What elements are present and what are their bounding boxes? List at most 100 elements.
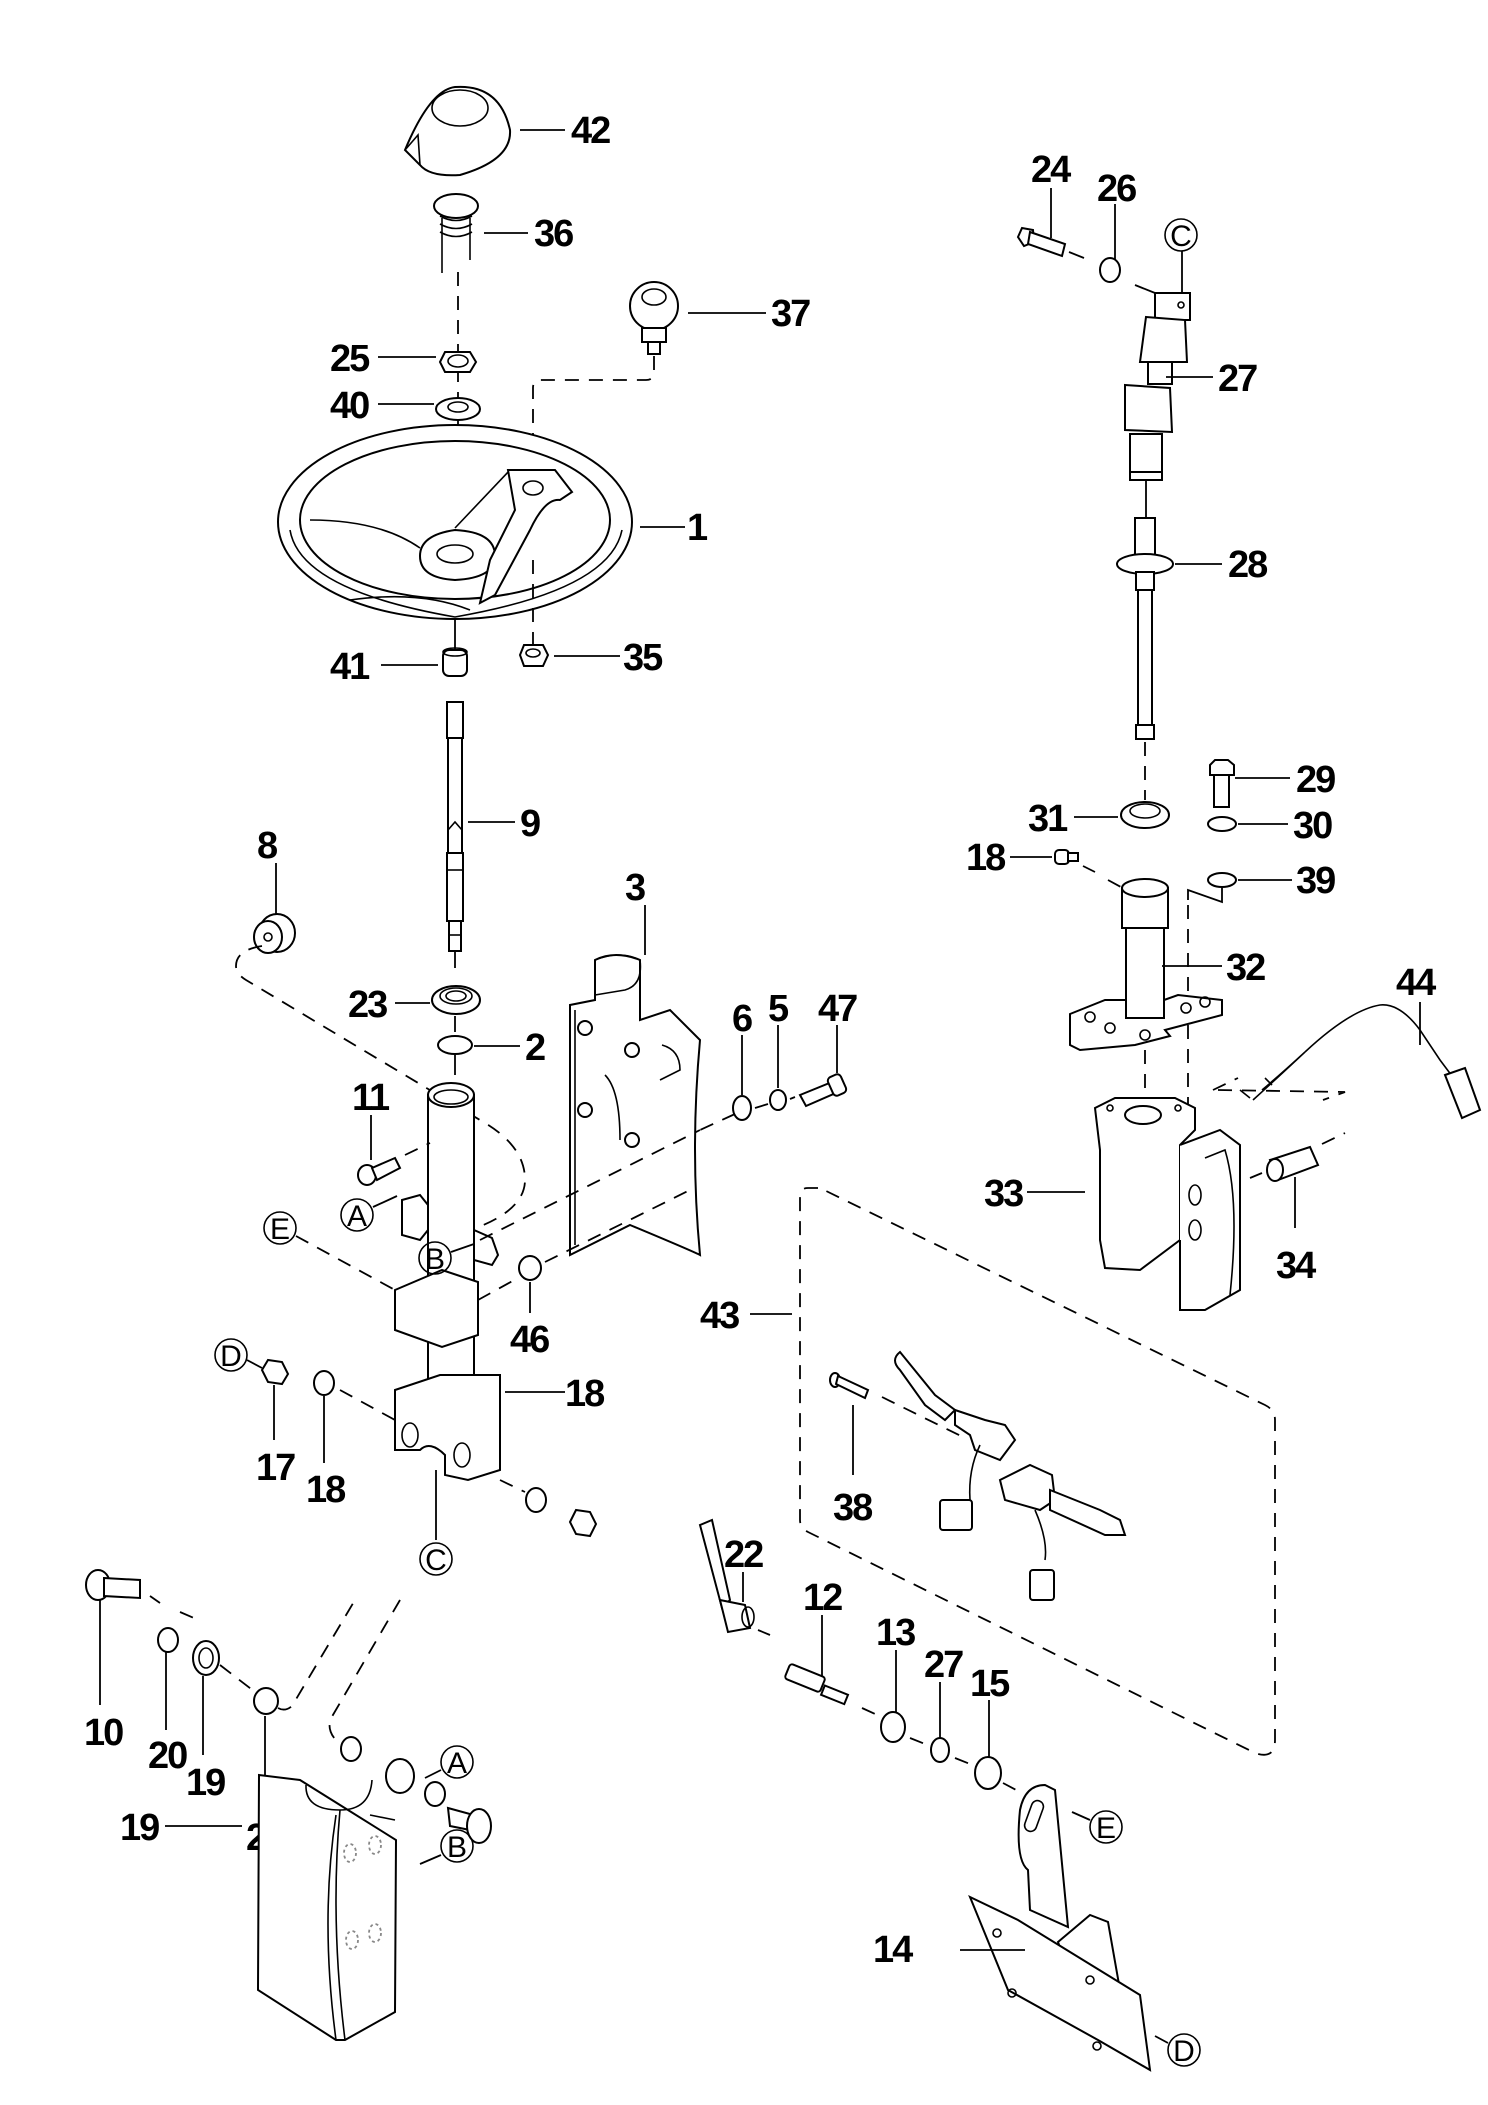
dash-13 [861, 1707, 876, 1715]
label-29: 28 [1228, 544, 1267, 586]
label-36: 36 [534, 213, 573, 255]
part-32-washer [1207, 872, 1237, 888]
dash-22 [881, 1396, 966, 1439]
label-46: 46 [510, 1319, 549, 1361]
label-19a: 20 [148, 1735, 187, 1777]
dash-39 [1082, 865, 1133, 894]
part-40-washer [435, 397, 481, 421]
label-39: 18 [966, 837, 1005, 879]
part-24-column-cover-rear [256, 1773, 398, 2041]
dash-nut-right [499, 1479, 526, 1493]
label-3: 2 [525, 1027, 545, 1069]
part-34-steering-control-unit [1093, 1097, 1241, 1311]
part-39-set-screw [1054, 849, 1079, 865]
part-18-washer [313, 1370, 335, 1396]
ref-marker-A-lower: A [440, 1745, 474, 1780]
part-pin-lower [446, 1806, 492, 1844]
part-36-horn-button [433, 193, 479, 273]
part-47-bolt [798, 1073, 848, 1108]
part-19b-bushing [253, 1687, 279, 1715]
part-nut-right [568, 1508, 598, 1538]
label-13: 12 [803, 1577, 842, 1619]
dash-18 [339, 1389, 396, 1421]
part-44-wire-harness [1239, 1004, 1482, 1120]
label-37: 37 [771, 293, 810, 335]
ref-marker-B-upper: B [418, 1241, 452, 1276]
ref-marker-E-right: E [1089, 1810, 1123, 1845]
part-20-pivot-pin [85, 1569, 141, 1601]
label-9: 9 [520, 803, 540, 845]
label-47: 47 [818, 988, 857, 1030]
dash-8 [235, 945, 526, 1236]
leader-ref-A-lower [424, 1769, 442, 1779]
ref-D-right-text: D [1173, 2035, 1195, 2068]
part-43-connector-sleeve [1266, 1145, 1320, 1182]
part-27a-washer [1099, 257, 1121, 283]
label-20: 10 [84, 1712, 123, 1754]
part-10-column-tube [394, 1082, 501, 1482]
label-43: 34 [1276, 1245, 1316, 1287]
dash-washers [909, 1737, 1021, 1793]
ref-marker-C-lower: C [419, 1542, 453, 1577]
label-27b: 13 [876, 1612, 915, 1654]
label-10: 18 [565, 1373, 604, 1415]
part-9-steering-shaft [446, 701, 464, 952]
label-8: 8 [257, 825, 277, 867]
part-46-nut [518, 1255, 542, 1281]
ref-marker-D-right: D [1167, 2033, 1201, 2068]
dash-lower-pin [328, 1599, 401, 1746]
ref-E-right-text: E [1096, 1812, 1116, 1845]
label-1: 1 [687, 507, 708, 549]
part-18b-washer [1207, 816, 1237, 832]
boundary-38-switch-kit [799, 1187, 1276, 1756]
label-18b: 30 [1293, 805, 1332, 847]
ref-D-upper-text: D [220, 1340, 242, 1373]
part-22-screw [829, 1372, 870, 1400]
dash-20 [149, 1595, 356, 1711]
ref-C-top-text: C [1170, 220, 1192, 253]
leader-ref-D-right [1154, 2035, 1169, 2044]
dash-ref-E [295, 1235, 396, 1291]
part-bushing-lower [340, 1736, 362, 1762]
part-8-grommet [253, 913, 296, 954]
part-23-column-cover [569, 954, 702, 1257]
label-26: 24 [1031, 149, 1071, 191]
dash-44 [1212, 1077, 1346, 1101]
label-32: 39 [1296, 860, 1335, 902]
dash-27 [1134, 284, 1156, 294]
part-21-bearing [192, 1640, 220, 1676]
part-11-screw [357, 1156, 402, 1186]
leader-ref-E-right [1071, 1811, 1091, 1821]
dash-26 [1068, 251, 1085, 259]
part-19a-bushing [157, 1627, 179, 1653]
part-bushing-lower-2 [424, 1781, 446, 1807]
label-14: 15 [970, 1663, 1010, 1705]
part-38-switch-left [894, 1350, 1017, 1531]
part-washer-right [525, 1487, 547, 1513]
label-2: 23 [348, 984, 387, 1026]
label-31: 29 [1296, 759, 1335, 801]
part-5-lock-washer [769, 1089, 787, 1111]
part-25-nut [438, 351, 478, 373]
part-42-cap [403, 85, 512, 177]
part-16-mounting-bracket [968, 1783, 1152, 2072]
label-6: 6 [732, 998, 752, 1040]
ref-A-upper-text: A [347, 1200, 367, 1233]
dash-12 [757, 1629, 771, 1636]
dash-37 [532, 356, 655, 470]
label-27a: 26 [1097, 168, 1136, 210]
label-12: 22 [724, 1534, 763, 1576]
label-21: 19 [186, 1762, 225, 1804]
ref-A-lower-text: A [447, 1747, 467, 1780]
label-18a: 18 [306, 1469, 345, 1511]
part-2-bearing [431, 985, 481, 1015]
label-17: 17 [256, 1447, 295, 1489]
label-30: 31 [1028, 798, 1068, 840]
part-14-flat-washer [974, 1756, 1002, 1790]
part-30-bearing [1120, 801, 1170, 829]
leader-32-bend [1187, 888, 1223, 904]
label-5: 5 [768, 988, 789, 1030]
part-bearing-lower [385, 1758, 415, 1794]
label-42: 42 [571, 110, 610, 152]
